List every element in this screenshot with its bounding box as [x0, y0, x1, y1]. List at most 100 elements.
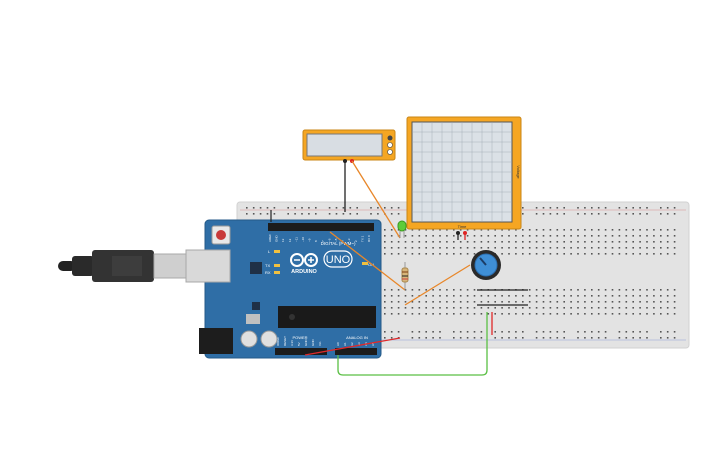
breadboard-hole[interactable] [646, 253, 648, 255]
breadboard-hole[interactable] [515, 253, 517, 255]
breadboard-hole[interactable] [660, 301, 662, 303]
breadboard-hole[interactable] [390, 307, 393, 309]
breadboard-hole[interactable] [494, 229, 496, 231]
breadboard-hole[interactable] [625, 241, 628, 243]
breadboard-hole[interactable] [432, 229, 434, 231]
breadboard-hole[interactable] [390, 313, 393, 315]
breadboard-hole[interactable] [439, 229, 441, 231]
breadboard-hole[interactable] [584, 295, 586, 297]
breadboard-hole[interactable] [549, 253, 552, 255]
breadboard-hole[interactable] [639, 235, 641, 237]
breadboard-hole[interactable] [660, 235, 662, 237]
breadboard-hole[interactable] [549, 213, 552, 215]
breadboard-hole[interactable] [625, 213, 628, 215]
breadboard-hole[interactable] [404, 289, 407, 291]
breadboard-hole[interactable] [508, 337, 510, 339]
breadboard-hole[interactable] [528, 301, 531, 303]
breadboard-hole[interactable] [535, 229, 538, 231]
breadboard-hole[interactable] [556, 295, 559, 297]
pot-knob-icon[interactable] [479, 257, 487, 266]
breadboard-hole[interactable] [315, 207, 317, 209]
breadboard-hole[interactable] [577, 337, 579, 339]
breadboard-hole[interactable] [473, 247, 476, 249]
breadboard-hole[interactable] [673, 331, 676, 333]
breadboard-hole[interactable] [660, 247, 662, 249]
breadboard-hole[interactable] [653, 295, 655, 297]
breadboard-hole[interactable] [384, 337, 386, 339]
breadboard-hole[interactable] [522, 207, 524, 209]
breadboard-hole[interactable] [673, 289, 676, 291]
breadboard-hole[interactable] [563, 235, 565, 237]
breadboard-hole[interactable] [508, 241, 510, 243]
breadboard-hole[interactable] [646, 235, 648, 237]
breadboard-hole[interactable] [535, 207, 538, 209]
breadboard-hole[interactable] [508, 307, 510, 309]
breadboard-hole[interactable] [639, 331, 641, 333]
breadboard-hole[interactable] [591, 289, 593, 291]
breadboard-hole[interactable] [480, 229, 483, 231]
breadboard-hole[interactable] [439, 295, 441, 297]
breadboard-hole[interactable] [549, 207, 552, 209]
multimeter[interactable] [302, 129, 396, 163]
breadboard-hole[interactable] [611, 301, 614, 303]
breadboard-hole[interactable] [549, 307, 552, 309]
breadboard-hole[interactable] [570, 253, 572, 255]
breadboard-hole[interactable] [453, 313, 455, 315]
breadboard-hole[interactable] [584, 301, 586, 303]
breadboard-hole[interactable] [618, 295, 621, 297]
breadboard-hole[interactable] [618, 247, 621, 249]
breadboard-hole[interactable] [411, 289, 414, 291]
breadboard-hole[interactable] [432, 337, 434, 339]
breadboard-hole[interactable] [411, 247, 414, 249]
breadboard-hole[interactable] [542, 337, 545, 339]
breadboard-hole[interactable] [584, 313, 586, 315]
breadboard-hole[interactable] [577, 307, 579, 309]
breadboard-hole[interactable] [473, 253, 476, 255]
breadboard-hole[interactable] [570, 289, 572, 291]
breadboard-hole[interactable] [397, 313, 400, 315]
breadboard-hole[interactable] [397, 213, 400, 215]
breadboard-hole[interactable] [446, 235, 448, 237]
breadboard-hole[interactable] [528, 229, 531, 231]
wire-orange-pin[interactable] [329, 231, 406, 291]
breadboard-hole[interactable] [584, 331, 586, 333]
breadboard-hole[interactable] [384, 313, 386, 315]
breadboard-hole[interactable] [473, 313, 476, 315]
breadboard-hole[interactable] [577, 235, 579, 237]
breadboard-hole[interactable] [418, 253, 421, 255]
breadboard-hole[interactable] [611, 295, 614, 297]
breadboard-hole[interactable] [384, 207, 386, 209]
wires[interactable] [270, 160, 528, 376]
breadboard-hole[interactable] [273, 207, 276, 209]
breadboard-hole[interactable] [384, 241, 386, 243]
breadboard-hole[interactable] [342, 213, 345, 215]
breadboard-hole[interactable] [528, 247, 531, 249]
breadboard-hole[interactable] [570, 247, 572, 249]
breadboard-hole[interactable] [639, 229, 641, 231]
breadboard-hole[interactable] [646, 337, 648, 339]
breadboard-hole[interactable] [549, 295, 552, 297]
breadboard-hole[interactable] [556, 213, 559, 215]
breadboard-hole[interactable] [584, 253, 586, 255]
breadboard-hole[interactable] [584, 289, 586, 291]
breadboard-hole[interactable] [439, 253, 441, 255]
breadboard-hole[interactable] [577, 331, 579, 333]
breadboard-hole[interactable] [473, 295, 476, 297]
breadboard-hole[interactable] [342, 207, 345, 209]
breadboard-hole[interactable] [660, 289, 662, 291]
breadboard-hole[interactable] [528, 253, 531, 255]
breadboard-hole[interactable] [666, 229, 669, 231]
breadboard-hole[interactable] [653, 253, 655, 255]
breadboard-hole[interactable] [618, 331, 621, 333]
breadboard-hole[interactable] [473, 229, 476, 231]
breadboard-hole[interactable] [494, 301, 496, 303]
breadboard-hole[interactable] [653, 289, 655, 291]
breadboard-hole[interactable] [666, 235, 669, 237]
breadboard-hole[interactable] [294, 207, 296, 209]
breadboard-hole[interactable] [673, 253, 676, 255]
breadboard-hole[interactable] [522, 301, 524, 303]
breadboard-hole[interactable] [570, 301, 572, 303]
breadboard-hole[interactable] [660, 207, 662, 209]
breadboard-hole[interactable] [397, 289, 400, 291]
breadboard-hole[interactable] [618, 235, 621, 237]
